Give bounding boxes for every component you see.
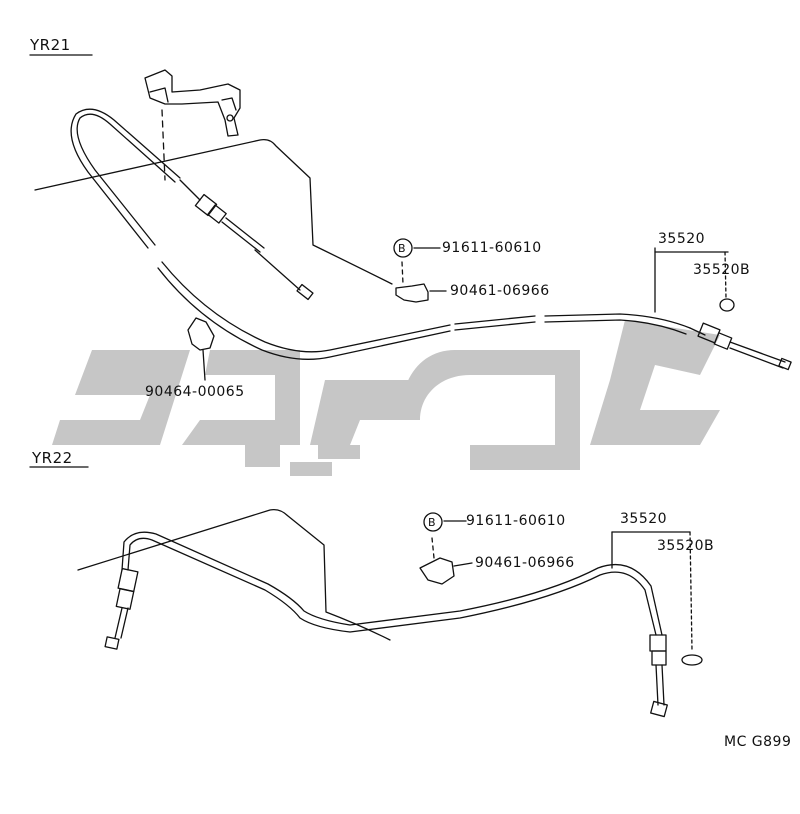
yr22-assembly xyxy=(29,466,703,718)
yr22-bolt-marker: B xyxy=(428,516,437,529)
yr21-bolt-marker: B xyxy=(398,242,407,255)
yr21-cable-sheath xyxy=(76,113,176,246)
yr21-clamp-drawing xyxy=(395,283,429,303)
section-label-yr21: YR21 xyxy=(30,36,71,54)
yr21-bolt-part-number: 91611-60610 xyxy=(442,240,542,256)
yr22-cable-part-number: 35520 xyxy=(620,511,668,527)
section-label-yr22: YR22 xyxy=(32,449,73,467)
watermark-logo xyxy=(52,320,720,476)
yr21-assembly xyxy=(29,54,792,381)
diagram-code: MC G899 xyxy=(724,734,792,750)
yr22-ring-drawing xyxy=(681,654,703,666)
yr22-clamp-drawing xyxy=(419,557,455,585)
yr21-bolt-marker-circle xyxy=(393,238,413,258)
yr22-clamp-part-number: 90461-06966 xyxy=(475,555,575,571)
yr21-clamp-part-number: 90461-06966 xyxy=(450,283,550,299)
yr21-ring-part-number: 35520B xyxy=(693,262,751,278)
yr22-bolt-part-number: 91611-60610 xyxy=(466,513,566,529)
yr22-cable-sheath xyxy=(127,537,657,636)
yr21-clip-part-number: 90464-00065 xyxy=(145,384,245,400)
yr22-body-panel xyxy=(77,508,391,641)
yr22-bolt-marker-circle xyxy=(423,512,443,532)
yr21-clip-drawing xyxy=(187,317,215,351)
yr21-upper-bracket xyxy=(144,69,241,137)
yr21-cable-part-number: 35520 xyxy=(658,231,706,247)
yr22-ring-part-number: 35520B xyxy=(657,538,715,554)
yr21-ring-drawing xyxy=(719,298,735,312)
yr21-body-panel xyxy=(34,138,393,285)
